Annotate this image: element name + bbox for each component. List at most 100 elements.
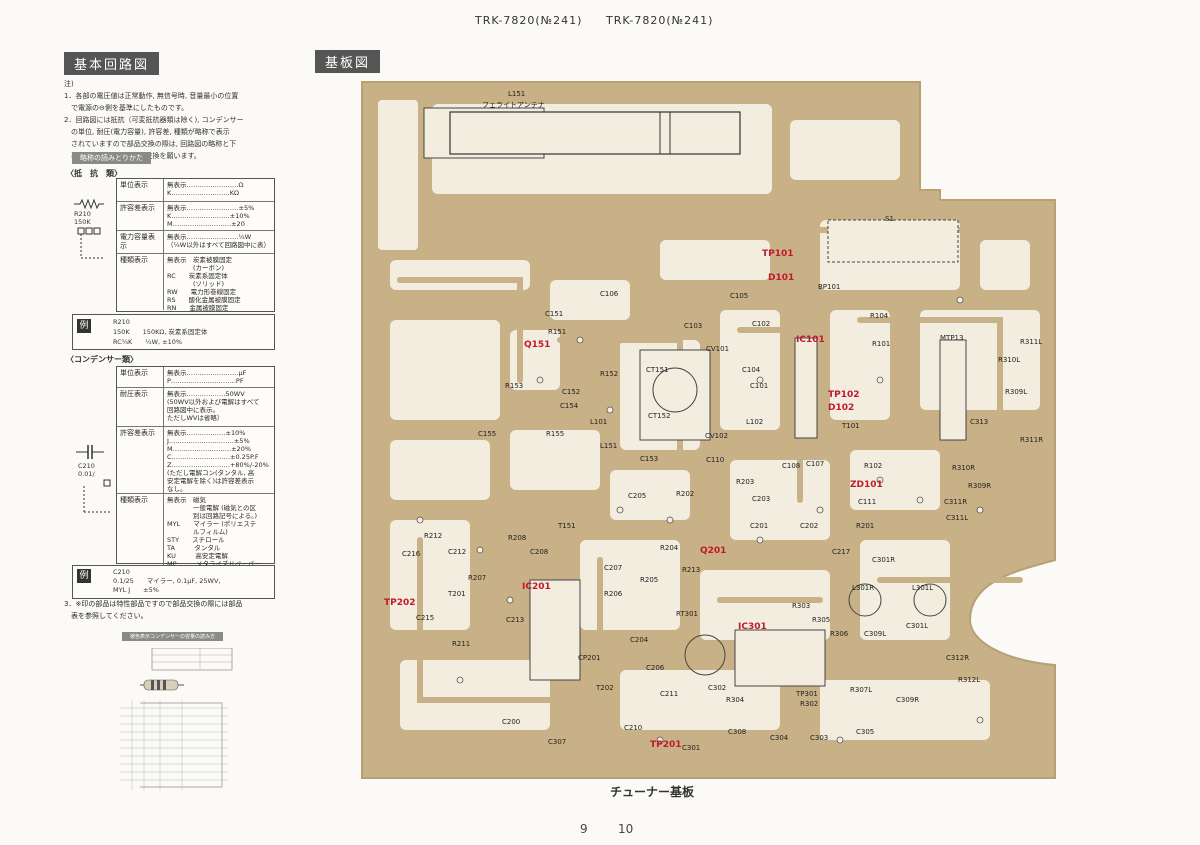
label-c304: C304 — [770, 734, 789, 742]
capacitor-example-line: 0.1/25 マイラー, 0.1μF, 25WV, — [113, 577, 221, 585]
label-c154: C154 — [560, 402, 579, 410]
label-c105: C105 — [730, 292, 749, 300]
note-line: で電源の⊖側を基準にしたものです。 — [64, 104, 189, 112]
label-c205: C205 — [628, 492, 647, 500]
header-left-model: TRK-7820(№241) — [475, 14, 583, 27]
label-r310r: R310R — [952, 464, 976, 472]
label-ic301: IC301 — [738, 622, 767, 632]
label-r152: R152 — [600, 370, 619, 378]
label-c202: C202 — [800, 522, 819, 530]
pcb-board-graphic — [361, 81, 1056, 779]
label-r205: R205 — [640, 576, 659, 584]
label-c311r: C311R — [944, 498, 968, 506]
capacitor-icon — [76, 445, 112, 513]
label-c301r: C301R — [872, 556, 896, 564]
label-r207: R207 — [468, 574, 487, 582]
label-c301l: C301L — [906, 622, 929, 630]
label-c155: C155 — [478, 430, 497, 438]
label-r206: R206 — [604, 590, 623, 598]
label-c305: C305 — [856, 728, 875, 736]
resistor-row-tolerance: 許容差表示 無表示……………………±5%K………………………±10%M……………… — [117, 202, 274, 231]
label-t202: T202 — [596, 684, 614, 692]
label-c210: C210 — [624, 724, 643, 732]
label-r104: R104 — [870, 312, 889, 320]
label-c206: C206 — [646, 664, 665, 672]
label-r202: R202 — [676, 490, 695, 498]
label-zd101: ZD101 — [850, 480, 883, 490]
label-r309l: R309L — [1005, 388, 1028, 396]
resistor-symbol-value: 150K — [74, 218, 91, 226]
label-l102: L102 — [746, 418, 764, 426]
label-tp101: TP101 — [762, 249, 794, 259]
abbrev-subbar: 略称の読みとりかた — [72, 152, 151, 164]
label-c211: C211 — [660, 690, 679, 698]
label-l151: L151 — [600, 442, 618, 450]
label-r102: R102 — [864, 462, 883, 470]
note-line: 2．回路図には抵抗（可変抵抗器類は除く), コンデンサー — [64, 116, 244, 124]
label-r153: R153 — [505, 382, 524, 390]
label-r151: R151 — [548, 328, 567, 336]
color-code-chart — [121, 647, 235, 788]
label-r312l: R312L — [958, 676, 981, 684]
label-r201: R201 — [856, 522, 875, 530]
label-c217: C217 — [832, 548, 851, 556]
label-tp201: TP201 — [650, 740, 682, 750]
antenna-name: フェライトアンテナ — [482, 101, 545, 109]
pcb-board — [360, 80, 1060, 780]
label-c313: C313 — [970, 418, 989, 426]
example-tag: 例 — [77, 569, 91, 583]
label-r307l: R307L — [850, 686, 873, 694]
label-t151: T151 — [558, 522, 576, 530]
label-r204: R204 — [660, 544, 679, 552]
label-c102: C102 — [752, 320, 771, 328]
notes-head: 注) — [64, 80, 74, 88]
label-c309r: C309R — [896, 696, 920, 704]
label-cv102: CV102 — [705, 432, 729, 440]
label-t201: T201 — [448, 590, 466, 598]
color-code-chart-graphic — [121, 647, 233, 788]
label-r305: R305 — [812, 616, 831, 624]
label-c201: C201 — [750, 522, 769, 530]
capacitor-example-line: C210 — [113, 568, 130, 576]
label-l101: L101 — [590, 418, 608, 426]
label-mtp13: MTP13 — [940, 334, 964, 342]
capacitor-row-type: 種類表示 無表示 磁気 一般電解 (磁気との区 別は回路記号による。) MYL … — [117, 494, 274, 568]
label-c203: C203 — [752, 495, 771, 503]
note-line: されていますので部品交換の際は, 回路図の略称と下 — [64, 140, 237, 148]
label-cv101: CV101 — [706, 345, 730, 353]
board-diagram-title: 基板図 — [315, 50, 381, 73]
resistor-example: 例 R210 150K 150KΩ, 炭素系固定体 RC¼K ¼W, ±10% — [72, 314, 275, 350]
capacitor-group-label: 〈コンデンサー類〉 — [66, 355, 138, 364]
label-c308: C308 — [728, 728, 747, 736]
capacitor-example-line: MYL J ±5% — [113, 586, 159, 594]
label-tp102: TP102 — [828, 390, 860, 400]
capacitor-row-voltage: 耐圧表示 無表示………………50WV(50WV以外および電解はすべて回路図中に表… — [117, 388, 274, 427]
label-r310l: R310L — [998, 356, 1021, 364]
resistor-row-type: 種類表示 無表示 炭素被膜固定 (カーボン) RC 炭素系固定体 (ソリッド) … — [117, 254, 274, 312]
color-code-subbar: 被色表示コンデンサーの容量の読み方 — [122, 632, 224, 641]
label-r309r: R309R — [968, 482, 992, 490]
label-r303: R303 — [792, 602, 811, 610]
label-r155: R155 — [546, 430, 565, 438]
label-c101: C101 — [750, 382, 769, 390]
label-c207: C207 — [604, 564, 623, 572]
label-c303: C303 — [810, 734, 829, 742]
page-number-right: 10 — [618, 822, 634, 836]
note-3: 3．※印の部品は特性部品ですので部品交換の際には部品 表を参照してください。 — [64, 598, 289, 622]
label-cp201: CP201 — [578, 654, 601, 662]
label-c204: C204 — [630, 636, 649, 644]
label-r213: R213 — [682, 566, 701, 574]
label-l301l: L301L — [912, 584, 934, 592]
label-c307: C307 — [548, 738, 567, 746]
color-code-table — [120, 700, 228, 790]
capacitor-symbol: C210 0.01/ — [74, 440, 114, 520]
label-ic201: IC201 — [522, 582, 551, 592]
note-line: 1．各部の電圧値は正常動作, 無信号時, 音量最小の位置 — [64, 92, 239, 100]
label-c103: C103 — [684, 322, 703, 330]
label-d102: D102 — [828, 403, 855, 413]
label-ct151: CT151 — [646, 366, 669, 374]
notes-block: 注) 1．各部の電圧値は正常動作, 無信号時, 音量最小の位置 で電源の⊖側を基… — [64, 78, 289, 162]
capacitor-symbol-ref: C210 — [78, 462, 95, 470]
label-ic101: IC101 — [796, 335, 825, 345]
